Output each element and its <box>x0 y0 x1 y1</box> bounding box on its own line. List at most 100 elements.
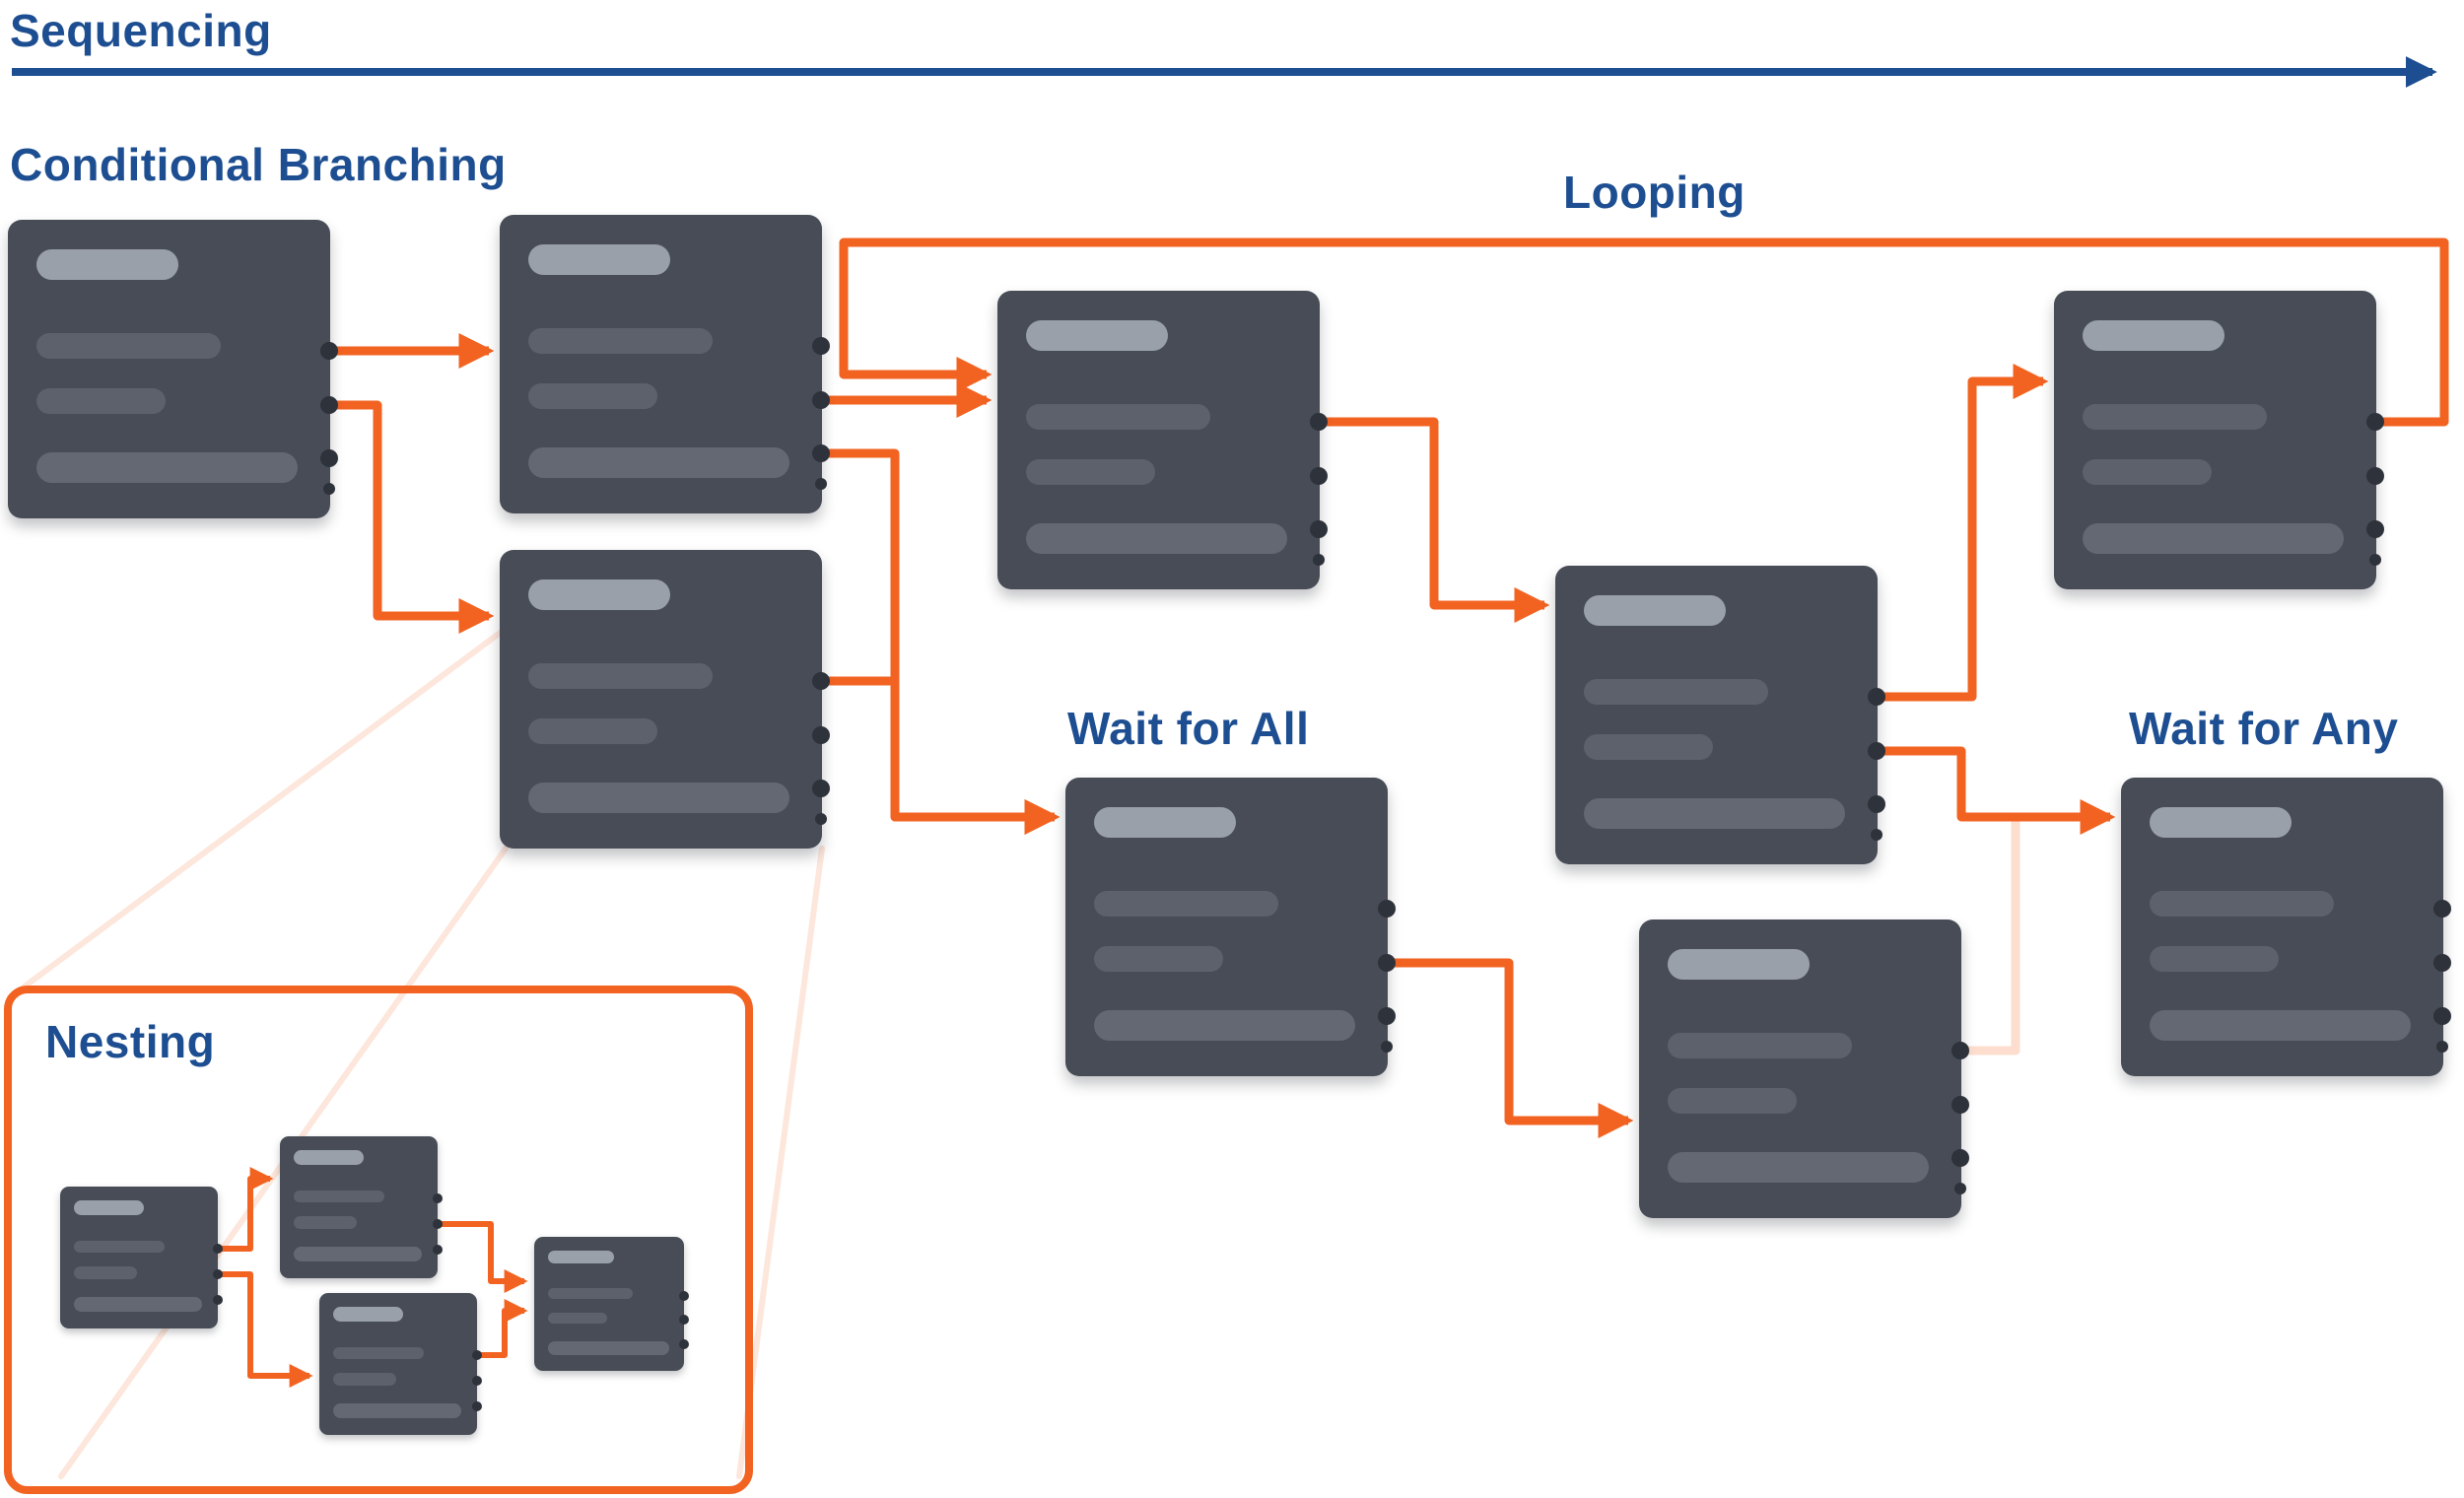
port-dot <box>1310 466 1328 485</box>
node-text-line <box>333 1346 424 1359</box>
node-footer-bar <box>2150 1010 2412 1041</box>
node-text-line <box>528 328 713 354</box>
node-title-bar <box>1668 949 1811 980</box>
node-text-line <box>528 718 658 744</box>
node-footer-bar <box>294 1247 422 1261</box>
node-footer-bar <box>1584 798 1846 829</box>
port-dot <box>1378 1007 1396 1026</box>
edge-wait-all-to-wait-branch <box>1388 958 1634 1138</box>
port-dot <box>812 337 830 356</box>
node-footer-bar <box>1668 1152 1930 1183</box>
port-dot <box>812 390 830 409</box>
node-title-bar <box>1026 320 1169 351</box>
port-dot <box>433 1245 443 1256</box>
port-dot <box>1313 553 1325 566</box>
port-dot <box>433 1193 443 1204</box>
node-title-bar <box>294 1150 364 1165</box>
node-title-bar <box>2150 807 2293 838</box>
node-wait-for-all <box>1065 778 1396 1076</box>
node-text-line <box>2150 946 2280 972</box>
label-sequencing: Sequencing <box>10 5 272 56</box>
node-text-line <box>36 388 167 414</box>
port-dot <box>2366 466 2384 485</box>
node-text-line <box>2083 459 2213 485</box>
port-dot <box>812 444 830 463</box>
port-dot <box>1378 900 1396 919</box>
node-loop-top-right <box>2054 291 2384 589</box>
port-dot <box>679 1338 689 1349</box>
port-dot <box>679 1315 689 1326</box>
node-text-line <box>333 1373 397 1386</box>
node-text-line <box>74 1266 138 1279</box>
port-dot <box>323 482 335 495</box>
port-dot <box>679 1290 689 1301</box>
port-dot <box>472 1376 482 1387</box>
label-wait-for-all: Wait for All <box>1067 703 1310 754</box>
nesting-node-branch-bottom <box>319 1293 482 1435</box>
node-text-line <box>294 1216 358 1229</box>
label-wait-for-any: Wait for Any <box>2129 703 2399 754</box>
port-dot <box>1381 1040 1393 1053</box>
port-dot <box>2433 1007 2451 1026</box>
edge-source-to-branch-bottom <box>330 400 495 634</box>
port-dot <box>1954 1182 1966 1194</box>
port-dot <box>472 1401 482 1412</box>
node-branch-bottom <box>500 550 830 849</box>
port-dot <box>1951 1042 1969 1060</box>
port-dot <box>1378 953 1396 972</box>
node-loop-mid <box>1555 566 1885 864</box>
port-dot <box>2366 520 2384 539</box>
port-dot <box>1951 1095 1969 1114</box>
node-text-line <box>1668 1033 1852 1058</box>
port-dot <box>2366 413 2384 432</box>
port-dot <box>812 780 830 798</box>
node-text-line <box>36 333 221 359</box>
node-text-line <box>1094 891 1278 917</box>
edge-loop-mid-to-loop-top-right <box>1878 364 2049 702</box>
port-dot <box>320 449 338 468</box>
node-footer-bar <box>1026 523 1288 554</box>
port-dot <box>1868 741 1885 760</box>
node-text-line <box>1584 679 1768 705</box>
nesting-zoom-line-right <box>736 846 825 1479</box>
port-dot <box>1868 688 1885 707</box>
edge-nest-branch-top-to-merge <box>438 1221 528 1293</box>
node-footer-bar <box>36 452 299 483</box>
node-footer-bar <box>74 1297 202 1312</box>
nesting-node-source <box>60 1187 223 1328</box>
node-loop-entry <box>997 291 1328 589</box>
edge-branch-bottom-to-wait-all <box>822 676 1061 835</box>
node-title-bar <box>74 1200 144 1215</box>
node-text-line <box>528 663 713 689</box>
port-dot <box>812 672 830 691</box>
node-branch-top <box>500 215 830 513</box>
port-dot <box>1951 1149 1969 1168</box>
node-title-bar <box>36 249 179 280</box>
edge-wait-branch-to-wait-any-faint <box>1956 816 2020 1055</box>
port-dot <box>2433 953 2451 972</box>
node-wait-branch <box>1639 919 1969 1218</box>
edge-nest-branch-bottom-to-merge <box>477 1299 528 1358</box>
port-dot <box>472 1350 482 1361</box>
node-text-line <box>294 1190 384 1202</box>
port-dot <box>213 1244 223 1255</box>
port-dot <box>213 1295 223 1306</box>
node-text-line <box>1026 404 1210 430</box>
node-text-line <box>547 1312 608 1325</box>
edge-loop-entry-to-loop-mid <box>1320 417 1550 623</box>
nesting-node-branch-top <box>280 1136 443 1278</box>
port-dot <box>815 812 827 825</box>
port-dot <box>1868 795 1885 814</box>
edge-nest-source-to-branch-bottom <box>218 1271 313 1388</box>
port-dot <box>2436 1040 2448 1053</box>
port-dot <box>433 1219 443 1230</box>
edge-nest-source-to-branch-top <box>218 1167 274 1252</box>
label-looping: Looping <box>1563 167 1745 218</box>
node-text-line <box>1026 459 1156 485</box>
node-text-line <box>1584 734 1714 760</box>
node-text-line <box>528 383 658 409</box>
node-title-bar <box>2083 320 2225 351</box>
node-footer-bar <box>528 783 790 813</box>
nesting-node-merge <box>534 1237 689 1371</box>
